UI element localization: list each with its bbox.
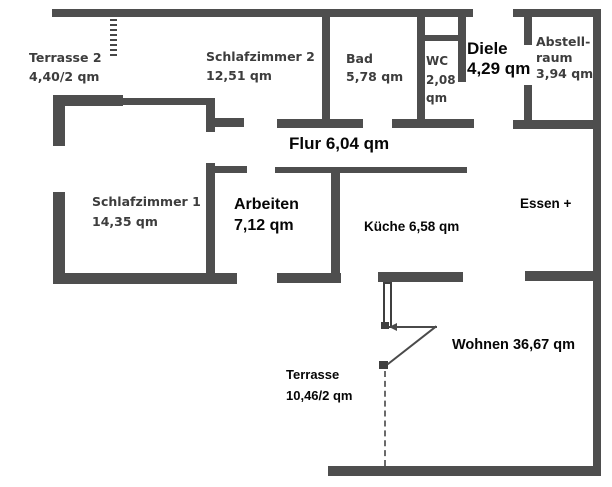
room-name: Abstell- [536,34,591,49]
room-label-wc: WC 2,08 qm [426,52,456,108]
wall-s1-right-lower [206,163,215,275]
door-hinge-icon [379,361,388,369]
wall-outer-top-left [52,9,473,17]
wall-s2-bad-divider [322,16,330,121]
room-name: Terrasse 2 [29,50,102,65]
wall-flur-top-a [214,118,244,127]
wall-abstell-left-lower [524,85,532,121]
wall-outer-top-right [513,9,601,17]
room-name: Schlafzimmer 1 [92,194,201,209]
wall-flur-top-c-wc-bottom [392,119,474,128]
wall-essen-wohnen-stub [525,271,601,281]
wall-s1-top-thick [53,95,123,106]
room-label-diele: Diele 4,29 qm [467,39,530,79]
door-swing-arrow-icon [389,323,397,331]
wall-outer-bottom [328,466,601,476]
wall-arbeiten-kueche-divider [331,167,340,282]
wall-s1-right-upper [206,98,215,132]
door-swing-icon [386,325,437,366]
room-name: WC [426,54,449,68]
room-area: 2,08 [426,72,456,87]
room-name: Arbeiten [234,196,299,213]
wall-s1-left-lower [53,192,65,284]
room-name: Diele [467,39,508,58]
room-name: Terrasse [286,367,340,382]
room-label-abstellraum: Abstell- raum 3,94 qm [536,34,593,82]
wall-flur-bottom-a [214,166,247,173]
wall-abstell-left-upper [524,16,532,45]
room-label-terrasse: Terrasse 10,46/2 qm [286,364,353,406]
wall-flur-bottom-b [275,167,467,173]
room-label-flur: Flur 6,04 qm [289,134,389,154]
room-name: Essen + [520,196,572,211]
room-label-terrasse-2: Terrasse 2 4,40/2 qm [29,48,102,86]
room-area: 7,12 qm [234,217,294,234]
room-name-area: Küche 6,58 qm [364,219,460,234]
wall-kueche-bottom [378,272,463,282]
window-door-hatch-icon [110,16,117,56]
wall-arbeiten-bottom [277,273,341,283]
room-name-area: Wohnen 36,67 qm [452,337,576,353]
wall-outer-right [593,9,601,476]
door-swing-icon [391,326,437,328]
room-label-schlafzimmer-1: Schlafzimmer 1 14,35 qm [92,192,201,232]
wall-abstell-bottom [513,120,601,129]
room-label-essen: Essen + [520,196,571,211]
room-area: 4,29 qm [467,59,531,78]
room-area: 3,94 qm [536,66,594,81]
room-name: Schlafzimmer 2 [206,49,315,64]
room-area: 10,46/2 qm [286,388,353,403]
room-label-wohnen: Wohnen 36,67 qm [452,337,575,353]
room-area: 14,35 qm [92,214,158,229]
room-label-bad: Bad 5,78 qm [346,50,403,86]
room-label-kueche: Küche 6,58 qm [364,219,459,234]
wall-bad-wc-divider [417,16,425,121]
wall-flur-top-b-bad-bottom [277,119,363,128]
room-name: raum [536,50,573,65]
room-name-area: Flur 6,04 qm [289,134,390,153]
room-area: 5,78 qm [346,69,404,84]
room-area: 4,40/2 qm [29,69,100,84]
wall-wc-right [458,16,466,82]
room-area: qm [426,91,448,105]
room-name: Bad [346,51,373,66]
room-label-arbeiten: Arbeiten 7,12 qm [234,194,299,236]
wall-s1-bottom [53,273,237,284]
wall-s1-left-upper [53,95,65,146]
wall-wc-shaft-bottom [417,35,462,41]
room-label-schlafzimmer-2: Schlafzimmer 2 12,51 qm [206,47,315,85]
wall-s1-top-thin [120,98,214,105]
room-area: 12,51 qm [206,68,272,83]
open-boundary-dashed-line [384,371,386,466]
door-hinge-icon [381,322,389,329]
